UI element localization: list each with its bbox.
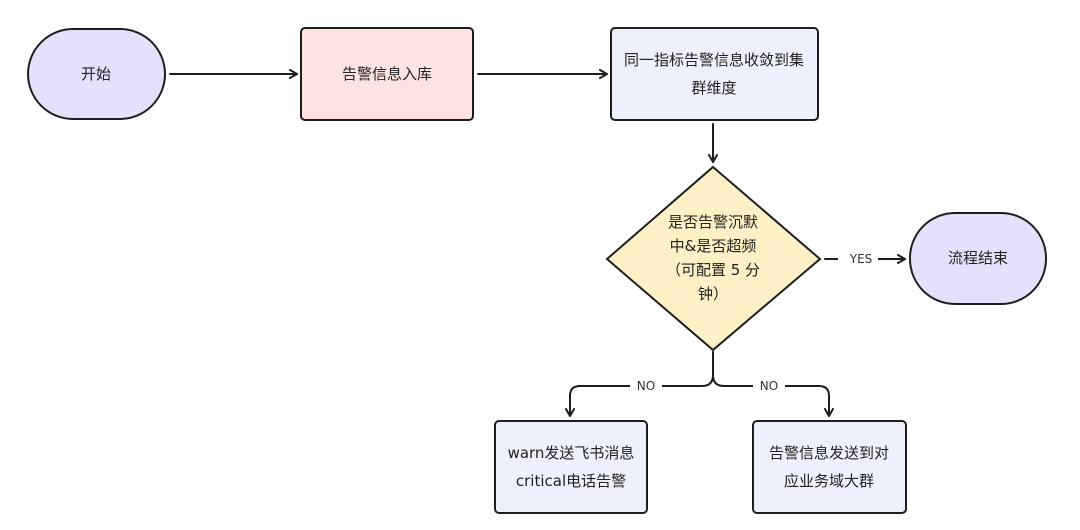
decision-label-line: 钟） bbox=[698, 285, 728, 303]
end-label-line: 流程结束 bbox=[948, 249, 1008, 267]
decision-label-line: （可配置 5 分 bbox=[666, 261, 760, 279]
ingest-process-shape bbox=[300, 27, 474, 121]
start-terminal-shape bbox=[27, 28, 166, 120]
yes-label-bg bbox=[838, 250, 878, 268]
no-right-label-bg bbox=[753, 377, 785, 395]
feishu-label-line: critical电话告警 bbox=[516, 472, 626, 490]
end-terminal-shape bbox=[909, 212, 1047, 305]
node-ingest: 告警信息入库 bbox=[300, 27, 474, 121]
group-action-shape bbox=[752, 420, 907, 514]
decision-diamond-shape bbox=[605, 165, 822, 352]
feishu-label: warn发送飞书消息 critical电话告警 bbox=[508, 444, 635, 490]
edge-label-no-right: NO bbox=[760, 379, 778, 393]
ingest-label: 告警信息入库 bbox=[342, 65, 432, 83]
converge-label-line: 同一指标告警信息收敛到集 bbox=[624, 51, 804, 69]
edge-label-yes: YES bbox=[849, 252, 873, 266]
converge-process-shape bbox=[610, 27, 819, 121]
converge-label-line: 群维度 bbox=[691, 79, 736, 97]
decision-label-line: 中&是否超频 bbox=[670, 237, 757, 255]
feishu-label-line: warn发送飞书消息 bbox=[508, 444, 635, 462]
start-label: 开始 bbox=[81, 65, 111, 83]
decision-label-line: 是否告警沉默 bbox=[668, 213, 758, 231]
group-label-line: 告警信息发送到对 bbox=[769, 444, 889, 462]
end-label: 流程结束 bbox=[948, 249, 1008, 267]
edge-label-no-left: NO bbox=[637, 379, 655, 393]
node-feishu: warn发送飞书消息 critical电话告警 bbox=[494, 420, 648, 514]
edges: YES NO NO bbox=[169, 69, 906, 417]
feishu-action-shape bbox=[494, 420, 648, 514]
node-end: 流程结束 bbox=[909, 212, 1047, 305]
no-left-label-bg bbox=[630, 377, 662, 395]
ingest-label-line: 告警信息入库 bbox=[342, 65, 432, 83]
node-start: 开始 bbox=[27, 28, 166, 120]
start-label-line: 开始 bbox=[81, 65, 111, 83]
group-label-line: 应业务域大群 bbox=[784, 472, 874, 490]
